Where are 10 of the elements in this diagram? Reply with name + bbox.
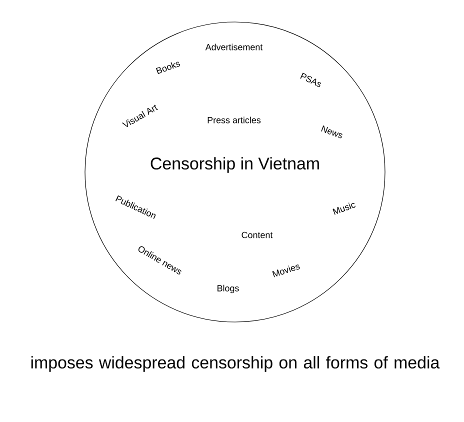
media-label: Movies bbox=[272, 264, 300, 278]
media-label: Blogs bbox=[218, 284, 239, 294]
caption: imposes widespread censorship on all forms of media bbox=[31, 356, 440, 372]
media-label: Advertisement bbox=[205, 44, 263, 50]
media-label: Press articles bbox=[208, 116, 261, 124]
media-label: PSAs bbox=[300, 72, 322, 87]
media-label: Books bbox=[156, 62, 180, 74]
media-label: Content bbox=[242, 232, 273, 238]
media-label: Music bbox=[332, 202, 356, 215]
media-label: News bbox=[321, 125, 342, 138]
